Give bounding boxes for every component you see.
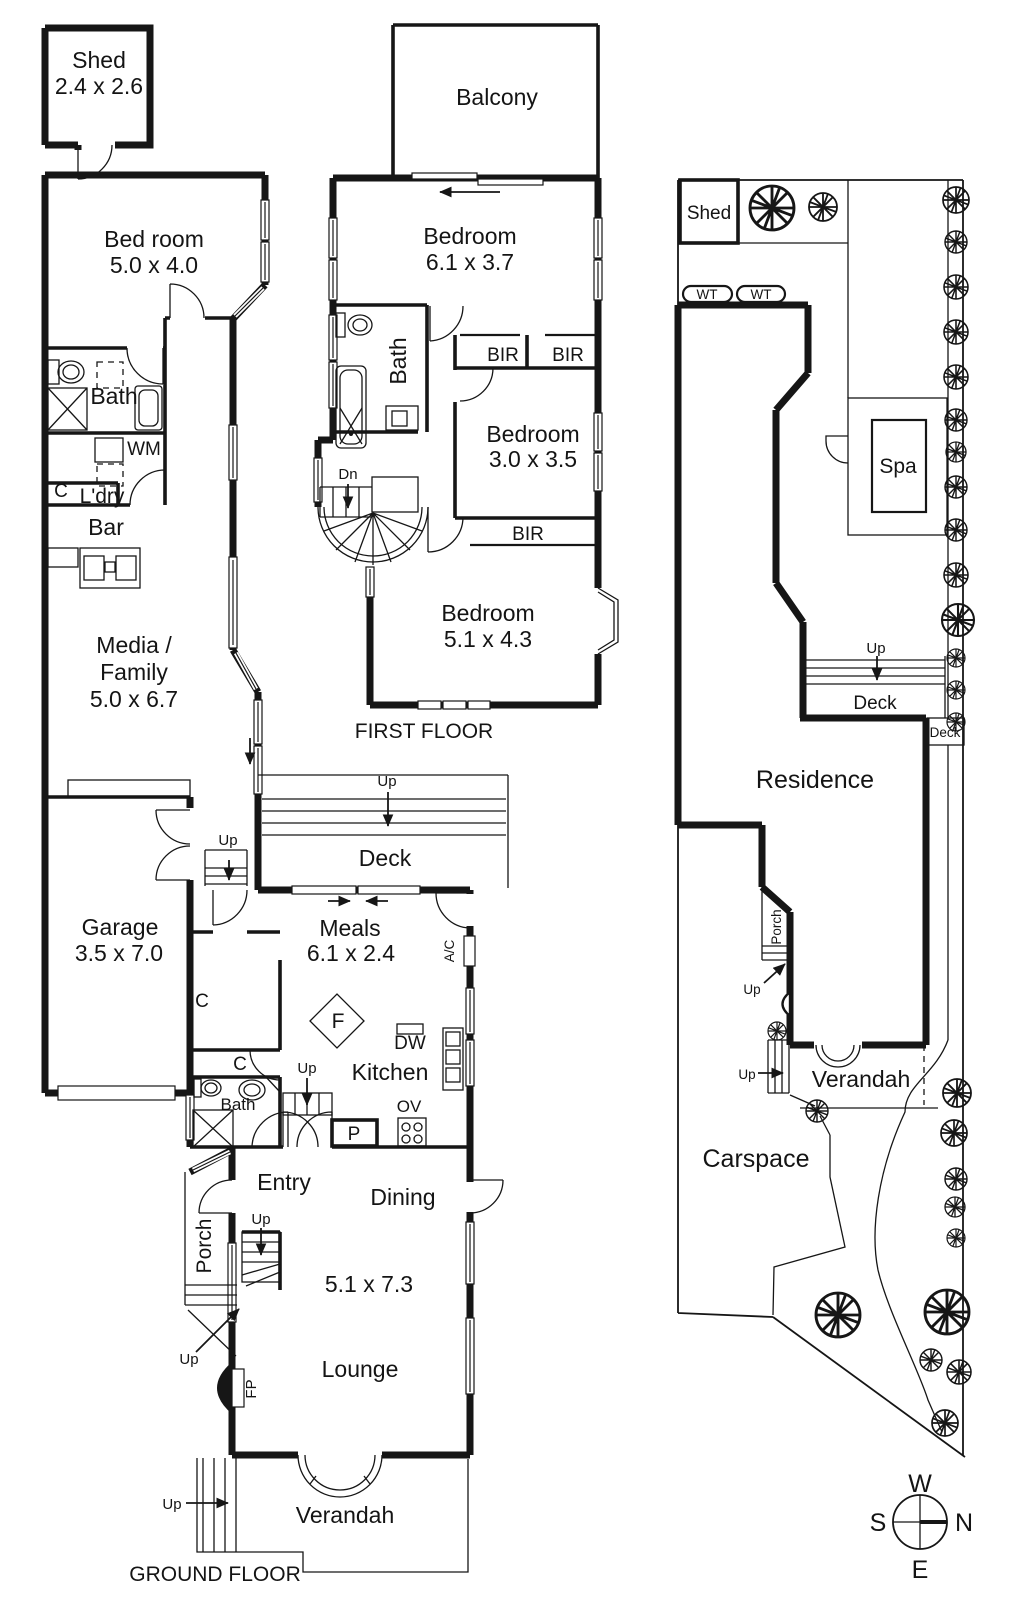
- label-bath2: Bath: [221, 1095, 256, 1114]
- label-site-porch-up: Up: [743, 982, 760, 997]
- compass-w: W: [908, 1470, 932, 1498]
- label-first-floor-section: FIRST FLOOR: [355, 720, 493, 743]
- label-site-deck-landing: Deck: [930, 725, 961, 740]
- arrows-ground: [186, 738, 394, 1509]
- label-dining-lounge-dims: 5.1 x 7.3: [325, 1271, 413, 1297]
- label-ldry: L'dry: [80, 485, 125, 508]
- site-plan: W N S E Shed WT WT Spa Up Deck Deck Resi…: [674, 178, 976, 1584]
- label-bedroom3-name: Bedroom: [441, 600, 534, 626]
- label-meals-name: Meals: [319, 915, 380, 941]
- spiral-stair: [317, 476, 429, 565]
- label-shed-dims: 2.4 x 2.6: [55, 73, 143, 99]
- label-shed-name: Shed: [72, 47, 126, 73]
- label-wm: WM: [127, 439, 161, 460]
- label-deck-up: Up: [377, 773, 396, 790]
- label-kitchen-up: Up: [297, 1060, 316, 1077]
- label-wt-1: WT: [697, 287, 718, 302]
- label-porch-up: Up: [179, 1351, 198, 1368]
- label-oven: OV: [397, 1097, 422, 1116]
- label-garage-name: Garage: [82, 914, 159, 940]
- label-media-dims: 5.0 x 6.7: [90, 686, 178, 712]
- label-meals-dims: 6.1 x 2.4: [307, 940, 395, 966]
- label-bedroom-dims: 5.0 x 4.0: [110, 252, 198, 278]
- label-site-shed: Shed: [687, 203, 731, 224]
- doors-first: [427, 305, 494, 553]
- compass-s: S: [870, 1509, 887, 1537]
- compass-e: E: [912, 1556, 929, 1584]
- label-ff-bath: Bath: [385, 337, 411, 384]
- label-media-2: Family: [100, 659, 168, 685]
- label-fireplace: FP: [243, 1379, 260, 1398]
- site-fireplace: [781, 989, 792, 1019]
- site-shed: [678, 178, 740, 245]
- fireplace: [217, 1362, 232, 1414]
- site-arrows: [758, 656, 883, 1079]
- ground-floor-plan: Shed 2.4 x 2.6 Bed room 5.0 x 4.0 Bath W…: [41, 24, 509, 1586]
- label-side-up: Up: [218, 832, 237, 849]
- label-bir-1: BIR: [487, 345, 519, 366]
- label-bedroom2-dims: 3.0 x 3.5: [489, 446, 577, 472]
- fixtures-ground: [47, 359, 476, 1414]
- label-pantry: P: [348, 1124, 361, 1145]
- label-dining: Dining: [370, 1184, 435, 1210]
- label-wt-2: WT: [751, 287, 772, 302]
- label-ground-floor-section: GROUND FLOOR: [129, 1563, 301, 1586]
- label-site-deck-up: Up: [866, 640, 885, 657]
- first-floor-plan: Balcony Bedroom 6.1 x 3.7 Bath BIR BIR B…: [313, 23, 619, 743]
- label-bar: Bar: [88, 514, 124, 540]
- garage-door: [57, 1085, 176, 1101]
- compass-n: N: [955, 1509, 973, 1537]
- doors-ground: [126, 283, 504, 1214]
- label-dn: Dn: [338, 466, 357, 483]
- label-site-verandah: Verandah: [812, 1066, 910, 1092]
- compass: W N S E: [870, 1470, 973, 1584]
- label-ldry-closet: C: [54, 481, 68, 502]
- label-porch: Porch: [193, 1219, 216, 1274]
- label-bedroom1-name: Bedroom: [423, 223, 516, 249]
- label-verandah-up: Up: [162, 1496, 181, 1513]
- label-dishwasher: DW: [394, 1033, 426, 1054]
- fixtures-first: [335, 312, 419, 449]
- label-entry: Entry: [257, 1169, 311, 1195]
- label-balcony: Balcony: [456, 84, 538, 110]
- site-trees: [748, 184, 976, 1437]
- label-garage-dims: 3.5 x 7.0: [75, 940, 163, 966]
- arrows-first: [342, 186, 500, 509]
- label-kitchen-closet: C: [233, 1054, 247, 1075]
- label-lounge: Lounge: [322, 1356, 399, 1382]
- label-bedroom3-dims: 5.1 x 4.3: [444, 626, 532, 652]
- label-site-verandah-up: Up: [738, 1067, 755, 1082]
- label-carspace: Carspace: [703, 1145, 810, 1173]
- label-deck: Deck: [359, 845, 412, 871]
- label-media-1: Media /: [96, 632, 172, 658]
- label-residence: Residence: [756, 766, 874, 794]
- label-site-deck: Deck: [853, 693, 897, 714]
- label-bedroom2-name: Bedroom: [486, 421, 579, 447]
- label-hall-closet: C: [195, 991, 209, 1012]
- label-ac: A/C: [442, 940, 457, 963]
- windows-ground: [57, 199, 475, 1395]
- spa: [870, 418, 928, 514]
- label-fridge: F: [332, 1010, 345, 1033]
- label-verandah: Verandah: [296, 1502, 394, 1528]
- label-bath: Bath: [90, 383, 137, 409]
- label-bir-2: BIR: [552, 345, 584, 366]
- label-bedroom-name: Bed room: [104, 226, 204, 252]
- windows-first: [313, 172, 619, 710]
- label-spa: Spa: [879, 455, 917, 478]
- label-bir-3: BIR: [512, 524, 544, 545]
- label-entry-up: Up: [251, 1211, 270, 1228]
- label-kitchen: Kitchen: [352, 1059, 429, 1085]
- ac-unit: [463, 935, 476, 967]
- label-site-porch: Porch: [769, 909, 784, 944]
- label-bedroom1-dims: 6.1 x 3.7: [426, 249, 514, 275]
